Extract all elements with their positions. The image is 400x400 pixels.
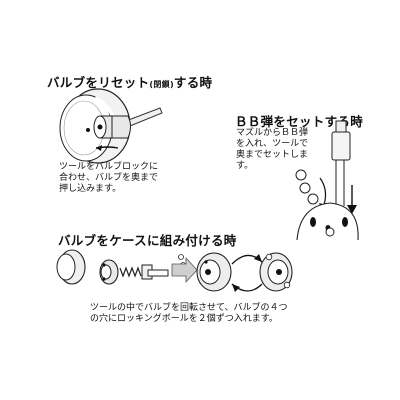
reset-heading-small: (閉鎖) — [149, 80, 174, 89]
assemble-case-heading: バルブをケースに組み付ける時 — [58, 233, 237, 248]
reset-heading-end: する時 — [173, 75, 213, 90]
assemble-case-note: ツールの中でバルブを回転させて、バルブの４つ の穴にロッキングボールを２個ずつ入… — [90, 303, 288, 324]
reset-valve-heading: バルブをリセット(閉鎖)する時 — [47, 72, 212, 91]
reset-valve-note: ツールをバルブロックに 合わせ、バルブを奥まで 押し込みます。 — [59, 162, 159, 194]
bb-set-heading: ＢＢ弾をセットする時 — [235, 114, 364, 129]
bb-set-note: マズルからＢＢ弾 を入れ、ツールで 奥までセットしま す。 — [236, 128, 309, 171]
reset-heading-main: バルブをリセット — [47, 75, 150, 90]
